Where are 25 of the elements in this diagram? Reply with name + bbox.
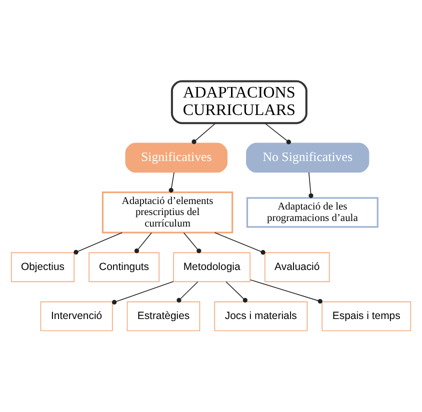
connector xyxy=(74,232,123,255)
connector xyxy=(250,279,322,304)
node-box: Jocs i materials xyxy=(214,301,308,332)
connector xyxy=(264,122,292,144)
node-box: Intervenció xyxy=(40,301,113,332)
node-box: Metodologia xyxy=(173,252,250,282)
connector xyxy=(112,281,174,305)
connector xyxy=(176,281,198,303)
node-box: No Significatives xyxy=(246,142,370,173)
connector xyxy=(308,172,314,198)
node-box: Avaluació xyxy=(264,252,330,282)
connector xyxy=(183,232,202,254)
node-box: ADAPTACIONS CURRICULARS xyxy=(170,80,308,124)
node-box: Adaptació de les programacions d’aula xyxy=(246,197,378,228)
connector xyxy=(226,281,248,303)
node-box: Continguts xyxy=(88,252,160,282)
connector xyxy=(134,232,152,254)
node-box: Objectius xyxy=(10,252,75,282)
node-box: Estratègies xyxy=(126,301,200,332)
connector xyxy=(214,232,266,255)
connector xyxy=(168,172,174,193)
node-box: Adaptació d’elements prescriptius del currículum xyxy=(102,192,234,234)
connector xyxy=(192,122,216,144)
node-box: Significatives xyxy=(125,142,228,173)
node-box: Espais i temps xyxy=(322,301,412,332)
